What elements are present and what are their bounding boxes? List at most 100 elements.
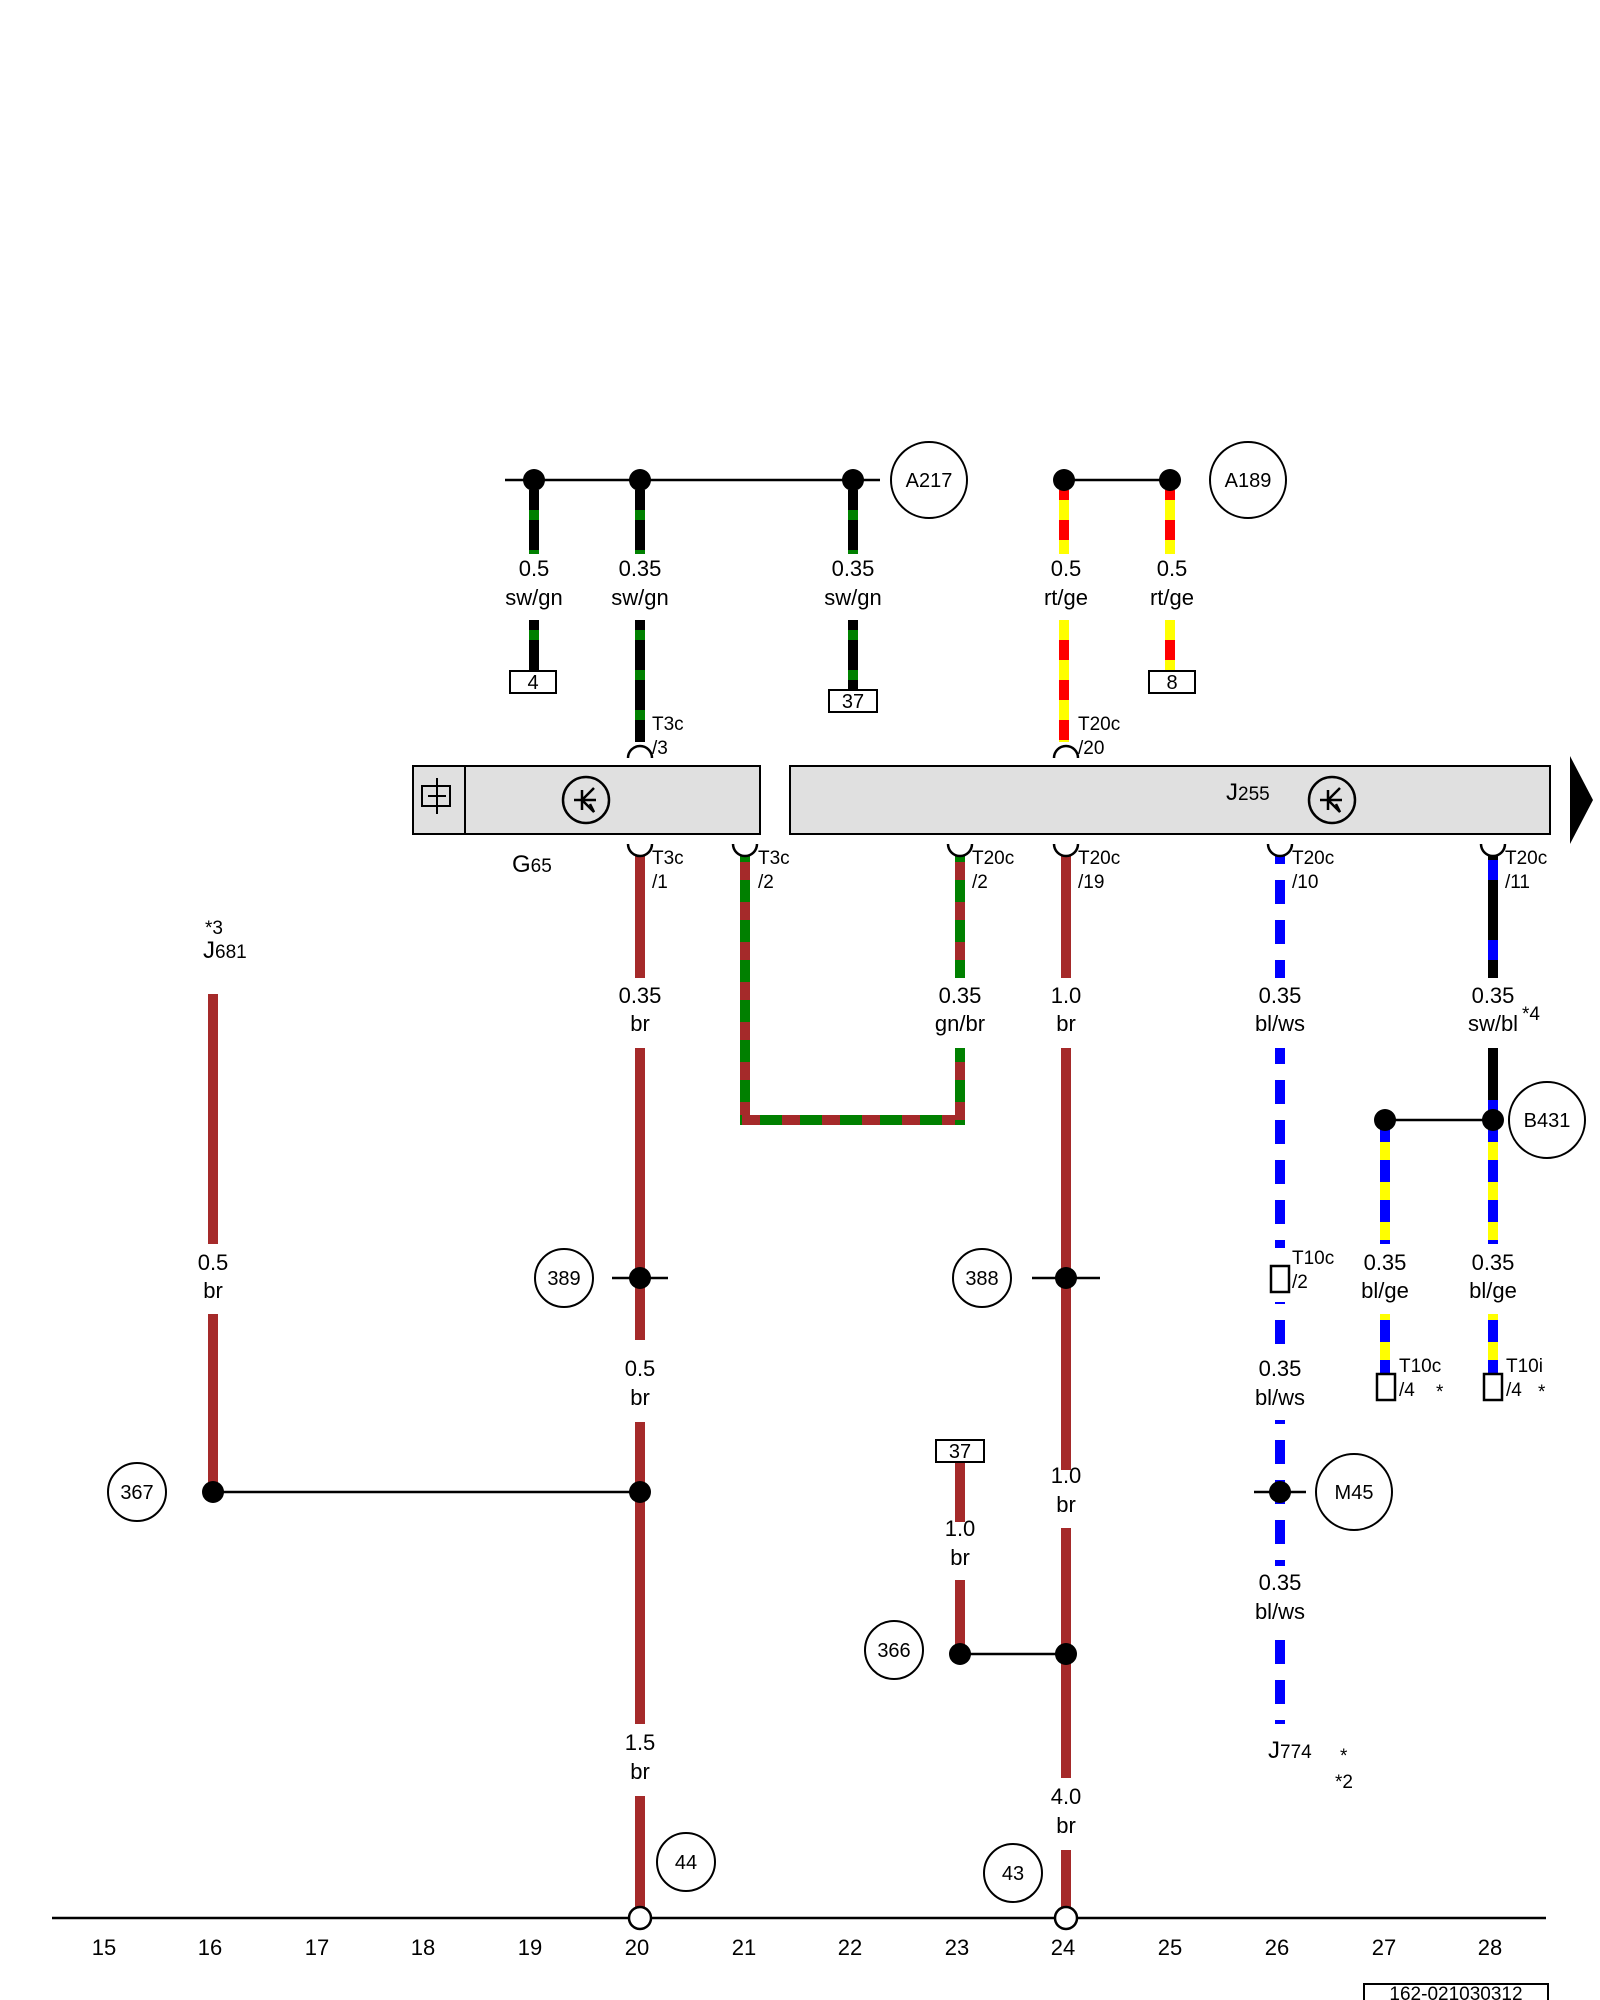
component-J255-label: J255	[1226, 779, 1270, 806]
wire-w3-size: 0.35	[832, 556, 875, 581]
connector-T3c-3-pin: /3	[652, 738, 668, 759]
track-number: 24	[1051, 1935, 1075, 1960]
connector-T20c-10-name: T20c	[1292, 848, 1334, 869]
track-number: 28	[1478, 1935, 1502, 1960]
connector-labels: T3c /3 T20c /20 T3c /1 T3c /2 T20c /2 T2…	[652, 714, 1547, 1403]
wire-w9-lower	[1275, 1048, 1285, 1248]
splice-dot	[1053, 469, 1075, 491]
connector-T20c-2-pin: /2	[972, 872, 988, 893]
continuation-arrow-icon	[1570, 756, 1593, 844]
wire-w19-size: 1.5	[625, 1730, 656, 1755]
connector-T3c-2-pin: /2	[758, 872, 774, 893]
ref-44: 44	[675, 1852, 697, 1874]
connector-T20c-19-name: T20c	[1078, 848, 1120, 869]
pin-arc	[626, 744, 654, 759]
track-number: 23	[945, 1935, 969, 1960]
wire-w20-size: 4.0	[1051, 1784, 1082, 1809]
splice-dot	[629, 1267, 651, 1289]
wire-w7-size: 0.35	[939, 983, 982, 1008]
connector-T20c-20-name: T20c	[1078, 714, 1120, 735]
wire-gnbr-left	[740, 855, 750, 1125]
terminal-box-4	[509, 670, 557, 694]
wire-w17-upper	[955, 1462, 965, 1522]
terminal-box-labels: 4 37 8 37	[527, 672, 1177, 1463]
wire-w2-lower	[635, 620, 645, 742]
ref-366-circle	[864, 1620, 924, 1680]
splice-dot	[1269, 1481, 1291, 1503]
ref-B431: B431	[1524, 1110, 1571, 1132]
wire-w4-color: rt/ge	[1044, 585, 1088, 610]
wire-w9-color: bl/ws	[1255, 1011, 1305, 1036]
wire-w12-lower	[1380, 1314, 1390, 1374]
terminal-4: 4	[527, 672, 538, 694]
track-number: 19	[518, 1935, 542, 1960]
J255-body	[789, 765, 1551, 835]
wire-w11-lower	[208, 1314, 218, 1492]
ref-366: 366	[877, 1640, 910, 1662]
wire-w12-size: 0.35	[1364, 1250, 1407, 1275]
wire-w17-lower	[955, 1580, 965, 1654]
connector-pins	[626, 744, 1507, 1402]
ref-43: 43	[1002, 1863, 1024, 1885]
wire-w7-color: gn/br	[935, 1011, 985, 1036]
wire-w9-upper	[1275, 855, 1285, 978]
connector-T20c-10-pin: /10	[1292, 872, 1318, 893]
ref-43-circle	[983, 1843, 1043, 1903]
electronic-icon	[561, 775, 611, 825]
ref-A217: A217	[906, 470, 953, 492]
wire-w20-lower	[1061, 1850, 1071, 1918]
wire-w11-size: 0.5	[198, 1250, 229, 1275]
wire-w4-lower	[1059, 620, 1069, 742]
terminal-37-bottom: 37	[949, 1441, 971, 1463]
wire-w10-lower	[1488, 1048, 1498, 1120]
connector-T3c-3-name: T3c	[652, 714, 684, 735]
wire-w3-lower	[848, 620, 858, 692]
terminal-37-top: 37	[842, 691, 864, 713]
ref-A189-circle	[1209, 441, 1287, 519]
connector-T10i-4-symbol	[1482, 1372, 1504, 1402]
wire-w14-lower	[635, 1422, 645, 1494]
splice-dot	[1055, 1267, 1077, 1289]
wire-w15-color: bl/ws	[1255, 1385, 1305, 1410]
connector-T20c-11-name: T20c	[1505, 848, 1547, 869]
connector-T10i-4-note: *	[1538, 1382, 1546, 1403]
splice-dot	[1374, 1109, 1396, 1131]
wire-w3-upper	[848, 490, 858, 554]
wire-w2-upper	[635, 490, 645, 554]
wire-w2-color: sw/gn	[611, 585, 668, 610]
wire-w1-upper	[529, 490, 539, 554]
connector-T10c-4-name: T10c	[1399, 1356, 1441, 1377]
connector-T10c-2-name: T10c	[1292, 1248, 1334, 1269]
wire-w6-color: br	[630, 1011, 650, 1036]
pin-arc	[946, 843, 974, 858]
connector-T3c-1-pin: /1	[652, 872, 668, 893]
wire-w6-lower	[635, 1048, 645, 1280]
pin-arc	[1266, 843, 1294, 858]
wire-w12-color: bl/ge	[1361, 1278, 1409, 1303]
wire-w16-color: br	[1056, 1492, 1076, 1517]
pin-arc	[1052, 744, 1080, 759]
wire-w20-color: br	[1056, 1813, 1076, 1838]
ref-M45: M45	[1335, 1482, 1374, 1504]
connector-T3c-1-name: T3c	[652, 848, 684, 869]
wire-w4-upper	[1059, 490, 1069, 554]
wire-w8-color: br	[1056, 1011, 1076, 1036]
wire-w1-color: sw/gn	[505, 585, 562, 610]
component-G65-box	[412, 765, 761, 835]
connector-T20c-2-name: T20c	[972, 848, 1014, 869]
wire-w7-upper	[955, 855, 965, 978]
circle-reference-labels: A217 A189 B431 M45 389 388 367 366 44 43	[120, 470, 1570, 1885]
track-number: 16	[198, 1935, 222, 1960]
wire-w14-upper	[635, 1280, 645, 1340]
wires	[208, 490, 1498, 1918]
track-number: 22	[838, 1935, 862, 1960]
wire-w8-lower	[1061, 1048, 1071, 1280]
ref-367: 367	[120, 1482, 153, 1504]
wire-w6-upper	[635, 855, 645, 978]
connector-T10c-4-symbol	[1375, 1372, 1397, 1402]
wire-w5-size: 0.5	[1157, 556, 1188, 581]
ref-389-circle	[534, 1248, 594, 1308]
terminal-box-8	[1148, 670, 1196, 694]
splice-dot	[949, 1643, 971, 1665]
wire-w19-color: br	[630, 1759, 650, 1784]
